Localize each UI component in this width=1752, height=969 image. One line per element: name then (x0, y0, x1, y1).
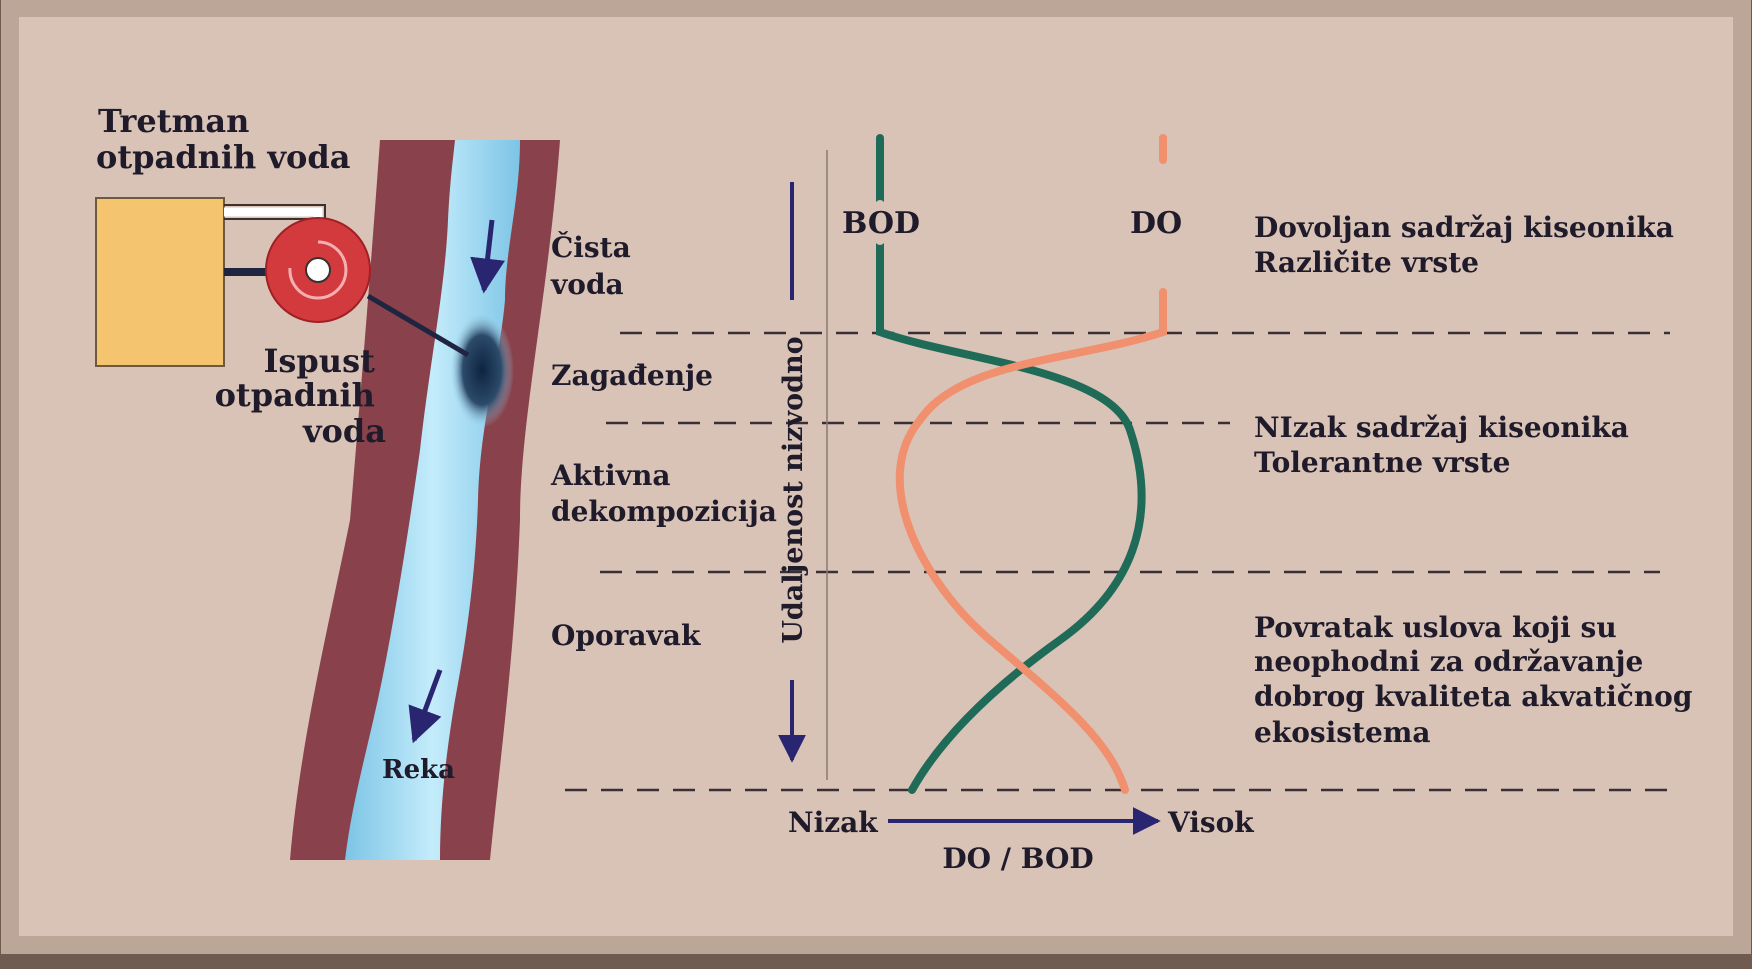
x-axis-title: DO / BOD (942, 842, 1093, 875)
bod-label: BOD (842, 206, 920, 241)
pollution-plume (450, 312, 514, 428)
do-label: DO (1130, 206, 1182, 241)
outfall-center (306, 258, 330, 282)
x-axis-high-label: Visok (1167, 806, 1254, 839)
zone-label-zagadjenje: Zagađenje (551, 359, 713, 392)
treatment-box (96, 198, 224, 366)
vertical-axis-label: Udaljenost nizvodno (778, 336, 809, 643)
x-axis-low-label: Nizak (788, 806, 878, 839)
zone-label-oporavak: Oporavak (551, 619, 701, 652)
river-label: Reka (382, 755, 455, 785)
